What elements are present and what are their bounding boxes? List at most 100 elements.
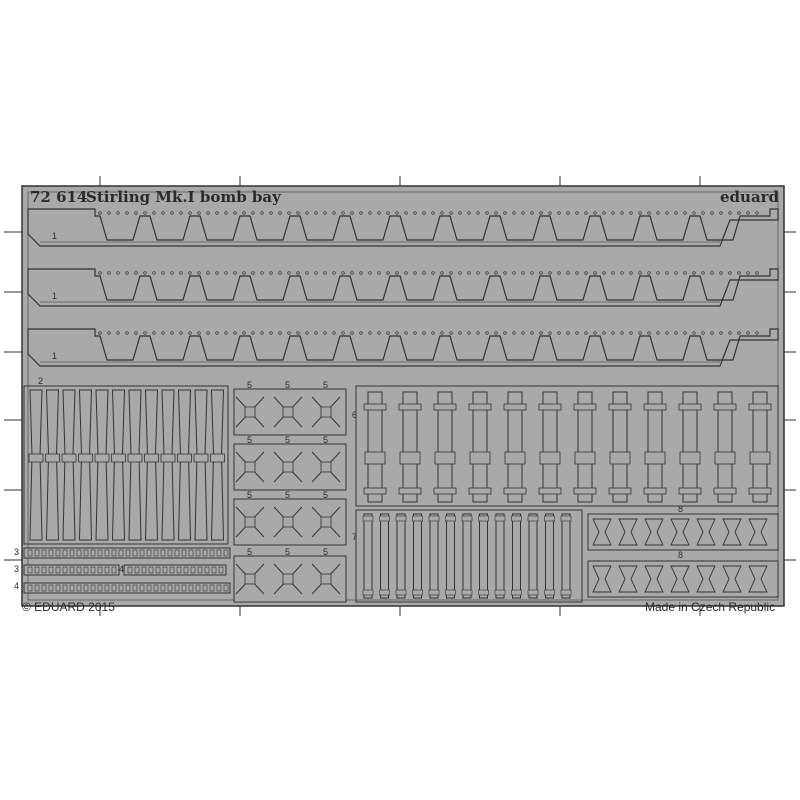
- rivet-hole: [647, 211, 651, 215]
- shackle-lock: [434, 451, 456, 465]
- shackle-lock: [644, 451, 666, 465]
- rivet-hole: [629, 331, 633, 335]
- rivet-hole: [215, 271, 219, 275]
- shackle-body: [542, 391, 558, 503]
- strut-joint: [111, 453, 126, 463]
- clip: [644, 565, 664, 593]
- rivet-hole: [206, 211, 210, 215]
- shackle-lock: [714, 451, 736, 465]
- rod: [462, 513, 472, 599]
- strip: [23, 547, 231, 559]
- rivet-hole: [359, 331, 363, 335]
- strip-segment: [76, 584, 82, 592]
- strip-segment: [118, 549, 124, 557]
- strip-segment: [139, 549, 145, 557]
- sheet-title: Stirling Mk.I bomb bay: [86, 188, 282, 206]
- shackle-bottom: [573, 487, 597, 495]
- strip-segment: [141, 566, 147, 574]
- rivet-hole: [206, 271, 210, 275]
- strut: [128, 389, 142, 541]
- rail-outline: [27, 328, 779, 367]
- rivet-hole: [404, 271, 408, 275]
- strip-segment: [139, 584, 145, 592]
- rivet-hole: [350, 331, 354, 335]
- rod-end: [544, 589, 555, 596]
- rod-end: [395, 515, 407, 522]
- rail-part-1: [27, 328, 779, 367]
- rivet-hole: [494, 211, 498, 215]
- part-label-5: 5: [323, 435, 328, 445]
- rivet-hole: [638, 331, 642, 335]
- rivet-hole: [737, 211, 741, 215]
- rivet-hole: [134, 271, 138, 275]
- strip-segment: [125, 549, 131, 557]
- clip: [670, 518, 690, 546]
- strip-segment: [209, 549, 215, 557]
- strip-segment: [90, 566, 96, 574]
- strip-segment: [188, 549, 194, 557]
- part-label-5: 5: [285, 547, 290, 557]
- rivet-hole: [575, 211, 579, 215]
- rivet-hole: [638, 211, 642, 215]
- rivet-hole: [656, 331, 660, 335]
- rivet-hole: [503, 331, 507, 335]
- strip-segment: [146, 584, 152, 592]
- rivet-hole: [98, 271, 102, 275]
- strip-segment: [76, 549, 82, 557]
- part-label-4b: 4: [14, 581, 19, 591]
- strip-segment: [174, 584, 180, 592]
- rod-end: [478, 515, 489, 522]
- part-label-8a: 8: [678, 504, 683, 514]
- rivet-hole: [746, 211, 750, 215]
- origin-text: Made in Czech Republic: [645, 600, 775, 614]
- rivet-hole: [188, 211, 192, 215]
- rivet-hole: [179, 211, 183, 215]
- strip-segment: [90, 584, 96, 592]
- strip-segment: [148, 566, 154, 574]
- strip-segment: [127, 566, 133, 574]
- bomb-shackles-part-6: [355, 385, 779, 507]
- rivet-hole: [593, 271, 597, 275]
- strip-segment: [181, 549, 187, 557]
- strip-segment: [41, 584, 47, 592]
- rod-end: [461, 515, 473, 522]
- rivet-hole: [656, 211, 660, 215]
- rivet-hole: [269, 331, 273, 335]
- part-label-1b: 1: [52, 291, 57, 301]
- rivet-hole: [665, 211, 669, 215]
- rod-end: [379, 515, 390, 522]
- strip-segment: [132, 584, 138, 592]
- rivet-hole: [602, 331, 606, 335]
- rivet-hole: [485, 271, 489, 275]
- rivet-hole: [323, 331, 327, 335]
- rivet-hole: [215, 331, 219, 335]
- strip: [23, 564, 120, 576]
- rivet-hole: [647, 271, 651, 275]
- strip-segment: [153, 584, 159, 592]
- rods-part-7: [355, 509, 583, 603]
- shackle-body: [437, 391, 453, 503]
- rivet-hole: [179, 271, 183, 275]
- rivet-hole: [710, 331, 714, 335]
- rivet-hole: [593, 211, 597, 215]
- rivet-hole: [332, 271, 336, 275]
- shackle-body: [612, 391, 628, 503]
- rivet-hole: [260, 271, 264, 275]
- strip-segment: [211, 566, 217, 574]
- rod: [528, 513, 538, 599]
- rivet-hole: [296, 211, 300, 215]
- rivet-hole: [287, 331, 291, 335]
- brackets-part-5: [233, 388, 347, 603]
- rivet-hole: [251, 331, 255, 335]
- rod-end: [478, 589, 489, 596]
- rivet-hole: [548, 271, 552, 275]
- shackle-body: [682, 391, 698, 503]
- rivet-hole: [224, 211, 228, 215]
- strip-segment: [195, 584, 201, 592]
- clip: [670, 565, 690, 593]
- strip-segment: [34, 584, 40, 592]
- strip-segment: [104, 566, 110, 574]
- rivet-hole: [224, 331, 228, 335]
- shackle-body: [647, 391, 663, 503]
